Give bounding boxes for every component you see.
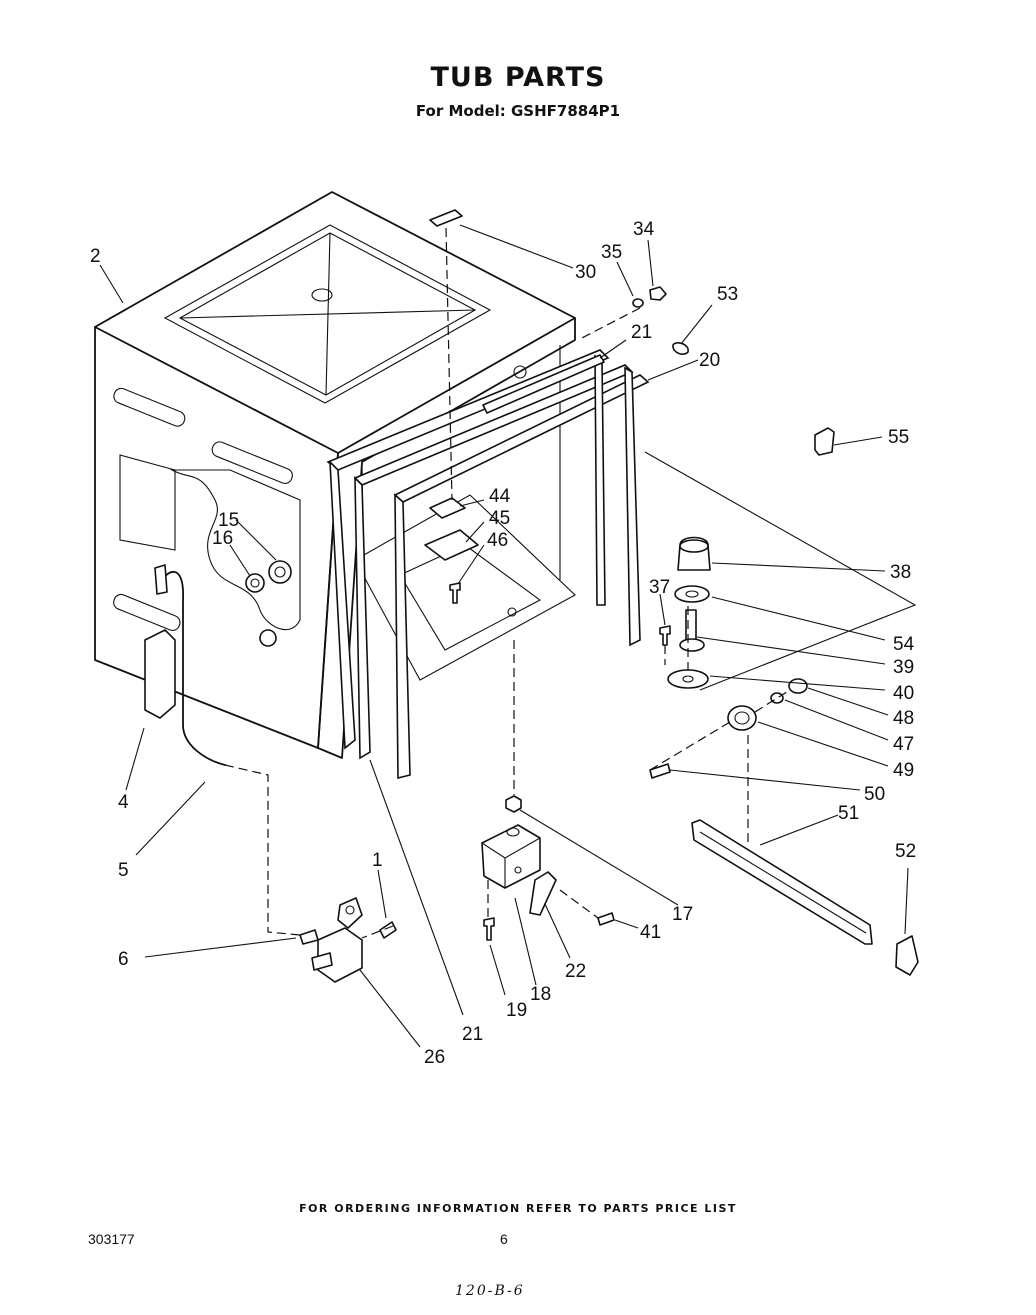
switch-bracket: [481, 824, 541, 889]
wheel-part: [727, 705, 757, 731]
callout-54: 54: [893, 634, 915, 655]
callout-19: 19: [506, 1000, 527, 1021]
lever-part: [529, 871, 557, 916]
callout-48: 48: [893, 708, 914, 729]
callout-51: 51: [838, 803, 859, 824]
plate-part: [429, 497, 466, 519]
callout-labels: 1 2 4 5 6 15 16 17 18 19 20 21 21 22 26 …: [90, 219, 916, 1068]
callout-41: 41: [640, 922, 661, 943]
callout-21-bottom: 21: [462, 1024, 483, 1045]
tub-assembly: [94, 191, 576, 759]
callout-21-top: 21: [631, 322, 652, 343]
callout-49: 49: [893, 760, 914, 781]
hose-part: [159, 571, 226, 766]
bracket-45-part: [424, 529, 479, 561]
bracket-4-part: [144, 629, 176, 719]
bracket-part: [814, 427, 835, 456]
callout-47: 47: [893, 734, 914, 755]
callout-44: 44: [489, 486, 511, 507]
callout-30: 30: [575, 262, 596, 283]
callout-46: 46: [487, 530, 508, 551]
nut-48-part: [788, 678, 808, 694]
screw-41-part: [597, 912, 615, 926]
callout-39: 39: [893, 657, 914, 678]
screw-19-part: [483, 917, 495, 941]
callout-52: 52: [895, 841, 916, 862]
float-assembly: [659, 536, 711, 689]
handwritten-note: 120-B-6: [455, 1283, 525, 1299]
callout-38: 38: [890, 562, 911, 583]
callout-20: 20: [699, 350, 720, 371]
page-number: 6: [500, 1231, 508, 1247]
document-number: 303177: [88, 1231, 135, 1247]
leader-lines: [99, 224, 909, 1048]
nut-17-part: [505, 795, 522, 813]
callout-40: 40: [893, 683, 914, 704]
callout-34: 34: [633, 219, 655, 240]
model-subtitle: For Model: GSHF7884P1: [415, 102, 621, 120]
screw-46-part: [449, 582, 461, 604]
callout-35: 35: [601, 242, 622, 263]
valve-assembly: [311, 897, 363, 983]
callout-4: 4: [118, 792, 129, 813]
callout-26: 26: [424, 1047, 445, 1068]
page-title: TUB PARTS: [430, 62, 606, 93]
callout-5: 5: [118, 860, 129, 881]
callout-55: 55: [888, 427, 909, 448]
clip-part: [672, 342, 689, 355]
screw-50-part: [649, 763, 671, 779]
screw-1-part: [379, 921, 397, 939]
nut-part: [649, 286, 667, 301]
callout-16: 16: [212, 528, 233, 549]
ordering-note: FOR ORDERING INFORMATION REFER TO PARTS …: [299, 1202, 737, 1215]
callout-18: 18: [530, 984, 551, 1005]
callout-1: 1: [372, 850, 383, 871]
bracket-52-part: [895, 935, 919, 976]
callout-17: 17: [672, 904, 693, 925]
callout-53: 53: [717, 284, 738, 305]
callout-37: 37: [649, 577, 670, 598]
vent-cap-part: [429, 209, 463, 227]
callout-22: 22: [565, 961, 586, 982]
callout-6: 6: [118, 949, 129, 970]
fitting-6-part: [299, 929, 319, 945]
washer-part: [632, 298, 644, 308]
callout-45: 45: [489, 508, 510, 529]
door-gasket: [326, 349, 650, 780]
callout-50: 50: [864, 784, 885, 805]
callout-15: 15: [218, 510, 239, 531]
callout-2: 2: [90, 246, 101, 267]
